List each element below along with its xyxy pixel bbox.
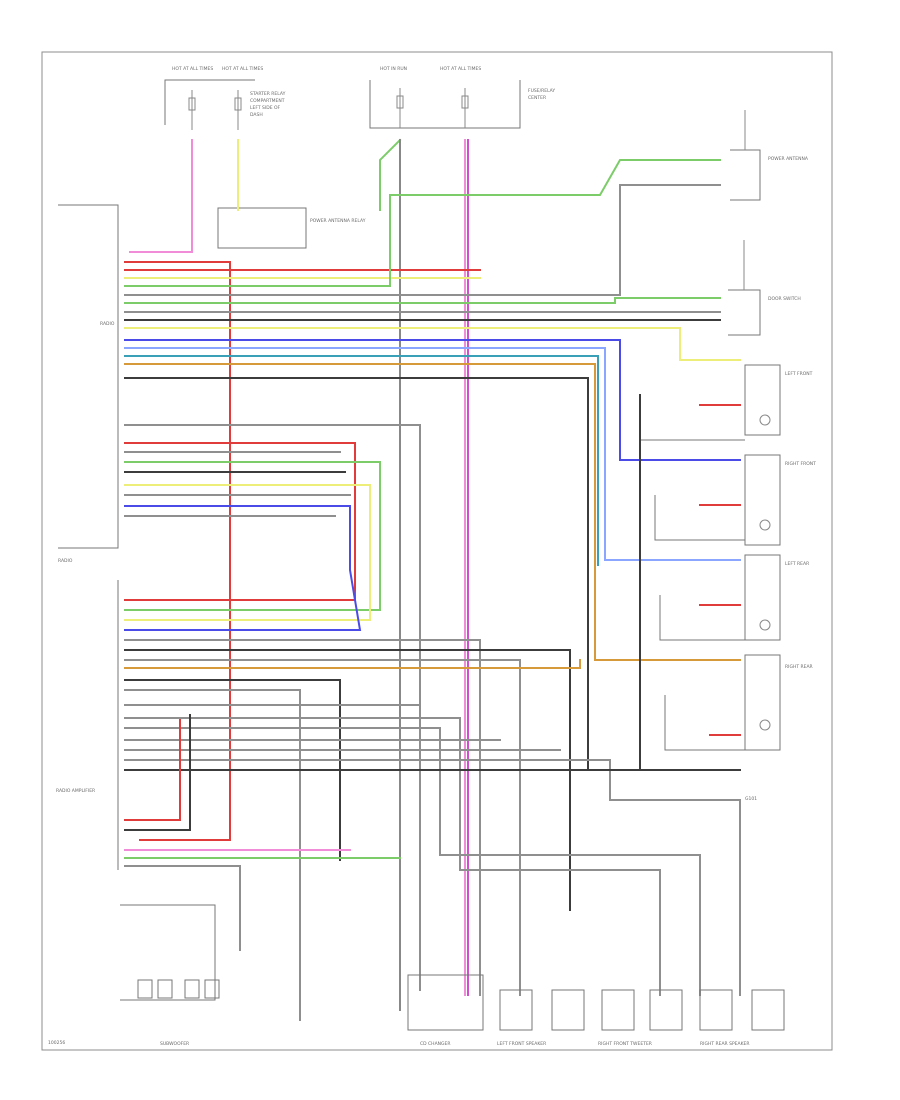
diagram-frame <box>41 51 833 1051</box>
speaker-connectors: LEFT FRONT SPEAKER RIGHT FRONT TWEETER R… <box>497 989 785 1047</box>
fuse-label-4: HOT AT ALL TIMES <box>440 66 481 72</box>
ground-label: G101 <box>745 796 757 802</box>
amp-wires <box>124 639 741 1021</box>
svg-text:POWER ANTENNA RELAY: POWER ANTENNA RELAY <box>310 218 366 224</box>
svg-text:CD CHANGER: CD CHANGER <box>420 1041 450 1047</box>
svg-text:RIGHT REAR: RIGHT REAR <box>785 664 813 670</box>
radio-mid-wires <box>124 424 421 991</box>
svg-text:RADIO AMPLIFIER: RADIO AMPLIFIER <box>56 788 95 794</box>
svg-text:LEFT FRONT: LEFT FRONT <box>785 371 813 377</box>
fuse-label-2: HOT AT ALL TIMES <box>222 66 263 72</box>
svg-text:RADIO: RADIO <box>58 558 73 564</box>
page-code: 100256 <box>48 1040 65 1046</box>
svg-text:RADIO: RADIO <box>100 321 115 327</box>
svg-text:LEFT FRONT SPEAKER: LEFT FRONT SPEAKER <box>497 1041 546 1047</box>
power-wires <box>129 138 469 1011</box>
door-switch-2: RIGHT FRONT <box>744 454 816 546</box>
svg-text:STARTER RELAY: STARTER RELAY <box>250 91 286 97</box>
svg-text:DASH: DASH <box>250 112 263 118</box>
door-switch-1: LEFT FRONT <box>744 364 813 436</box>
antenna-lower: DOOR SWITCH <box>728 240 801 336</box>
svg-text:LEFT REAR: LEFT REAR <box>785 561 809 567</box>
subwoofer-block: SUBWOOFER <box>120 904 220 1047</box>
svg-text:FUSE/RELAY: FUSE/RELAY <box>528 88 555 94</box>
svg-text:LEFT SIDE OF: LEFT SIDE OF <box>250 105 281 111</box>
svg-text:SUBWOOFER: SUBWOOFER <box>160 1041 189 1047</box>
antenna-relay: POWER ANTENNA RELAY <box>217 207 366 249</box>
svg-text:RIGHT FRONT TWEETER: RIGHT FRONT TWEETER <box>598 1041 652 1047</box>
svg-text:POWER ANTENNA: POWER ANTENNA <box>768 156 809 162</box>
svg-text:RIGHT REAR SPEAKER: RIGHT REAR SPEAKER <box>700 1041 750 1047</box>
cd-changer-box: CD CHANGER <box>407 974 484 1047</box>
radio-amplifier-connector: RADIO AMPLIFIER <box>56 580 119 870</box>
radio-connector: RADIO RADIO <box>58 204 119 564</box>
svg-text:RIGHT FRONT: RIGHT FRONT <box>785 461 816 467</box>
fuse-label-1: HOT AT ALL TIMES <box>172 66 213 72</box>
svg-text:CENTER: CENTER <box>528 95 546 101</box>
fuse-block-left: HOT AT ALL TIMES HOT AT ALL TIMES STARTE… <box>164 66 286 130</box>
door-switch-4: RIGHT REAR <box>744 654 813 751</box>
svg-text:DOOR SWITCH: DOOR SWITCH <box>768 296 801 302</box>
antenna-upper: POWER ANTENNA <box>730 110 809 201</box>
switch-boxes <box>639 394 745 771</box>
radio-upper-wires <box>124 159 741 841</box>
fuse-label-3: HOT IN RUN <box>380 66 407 72</box>
door-switch-3: LEFT REAR <box>744 554 809 641</box>
svg-text:COMPARTMENT: COMPARTMENT <box>250 98 285 104</box>
fuse-block-right: HOT IN RUN HOT AT ALL TIMES FUSE/RELAY C… <box>369 66 555 129</box>
